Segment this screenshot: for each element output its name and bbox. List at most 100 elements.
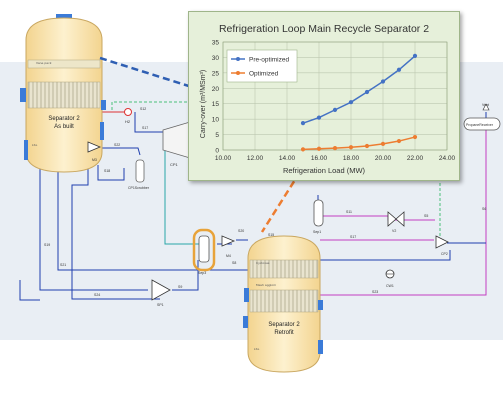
- separator-sep3[interactable]: Sep3: [192, 228, 216, 275]
- chart-x-tick-label: 10.00: [215, 155, 232, 162]
- propane-receiver[interactable]: PropaneReceiver: [463, 117, 501, 131]
- chart-y-tick-label: 15: [212, 101, 220, 108]
- chart-x-tick-label: 22.00: [407, 155, 424, 162]
- heater-h2[interactable]: H2: [124, 108, 132, 125]
- chart-y-tick-label: 0: [215, 148, 219, 155]
- pump-cp2[interactable]: CP2: [435, 235, 449, 256]
- pump-sp1[interactable]: SP1: [151, 279, 171, 307]
- mesh-agglom-label: Mesh agglom: [256, 283, 276, 287]
- stream-s12: S12: [140, 107, 146, 111]
- series-line-optimized: [302, 136, 416, 151]
- chart-y-tick-label: 20: [212, 86, 220, 93]
- valve-v2[interactable]: V2: [387, 211, 405, 233]
- legend-label-pre-optimized: Pre-optimized: [249, 57, 289, 64]
- chart-x-tick-label: 24.00: [439, 155, 456, 162]
- data-point-pre-optimized: [300, 121, 306, 126]
- data-point-optimized: [380, 141, 386, 146]
- stream-s17-lower: S17: [350, 235, 356, 239]
- chart-y-ticks: 0 5 10 15 20 25 30 35: [212, 40, 220, 155]
- chart-x-tick-label: 18.00: [343, 155, 360, 162]
- left-vessel-title-1: Separator 2: [48, 116, 80, 122]
- legend-label-optimized: Optimized: [249, 71, 279, 78]
- data-point-optimized: [332, 146, 338, 151]
- vent[interactable]: Vent: [482, 103, 490, 111]
- sep3-label: Sep3: [198, 271, 206, 275]
- data-point-optimized: [316, 146, 322, 151]
- stream-s21: S21: [60, 263, 66, 267]
- separator-2-as-built[interactable]: Vane pack Separator 2 As built LSL: [20, 14, 106, 173]
- separator-2-retrofit[interactable]: Cyclones Mesh agglom Separator 2 Retrofi…: [243, 235, 323, 373]
- data-point-optimized: [348, 145, 354, 150]
- chart-y-tick-label: 30: [212, 55, 220, 62]
- data-point-pre-optimized: [364, 89, 370, 95]
- chart-y-tick-label: 25: [212, 70, 220, 77]
- stream-s15: S15: [268, 233, 274, 237]
- stream-s17-upper: S17: [142, 126, 148, 130]
- chart-title: Refrigeration Loop Main Recycle Separato…: [219, 23, 429, 35]
- propane-receiver-label: PropaneReceiver: [466, 123, 494, 127]
- v2-label: V2: [392, 229, 396, 233]
- data-point-optimized: [364, 143, 370, 149]
- stream-s5: S5: [424, 214, 428, 218]
- chart-x-tick-label: 14.00: [279, 155, 296, 162]
- separator-sep1[interactable]: Sep1: [313, 199, 324, 234]
- cp2-label: CP2: [441, 252, 448, 256]
- data-point-pre-optimized: [348, 100, 354, 105]
- chart-x-tick-label: 20.00: [375, 155, 392, 162]
- right-lsl-label: LSL: [254, 347, 260, 351]
- chart-y-tick-label: 5: [215, 132, 219, 139]
- right-vessel-title-2: Retrofit: [274, 330, 294, 336]
- stream-s18: S18: [104, 169, 110, 173]
- cw-label: CW1: [386, 284, 394, 288]
- data-point-pre-optimized: [380, 79, 386, 84]
- m4-label: M4: [226, 254, 231, 258]
- stream-s9: S9: [178, 285, 182, 289]
- carry-over-chart: Refrigeration Loop Main Recycle Separato…: [188, 11, 460, 181]
- chart-series: [300, 53, 418, 152]
- data-point-optimized: [412, 134, 418, 140]
- left-vessel-title-2: As built: [54, 124, 74, 130]
- stream-s6: S6: [482, 207, 486, 211]
- right-vessel-title-1: Separator 2: [268, 322, 300, 328]
- chart-y-tick-label: 35: [212, 40, 220, 47]
- h2-label: H2: [125, 119, 131, 124]
- stream-s19: S19: [44, 243, 50, 247]
- chart-y-axis-label: Carry-over (m³/MSm³): [200, 70, 207, 138]
- stream-s24: S24: [94, 293, 100, 297]
- chart-x-tick-label: 16.00: [311, 155, 328, 162]
- stream-s8: S8: [232, 261, 236, 265]
- stream-s11: S11: [346, 210, 352, 214]
- chart-x-ticks: 10.00 12.00 14.00 16.00 18.00 20.00 22.00 24.00: [215, 155, 456, 162]
- data-point-optimized: [300, 147, 306, 152]
- chart-x-tick-label: 12.00: [247, 155, 264, 162]
- data-point-pre-optimized: [396, 67, 402, 72]
- chart-svg: Refrigeration Loop Main Recycle Separato…: [200, 23, 456, 175]
- cp1-label: CP1: [170, 162, 179, 167]
- legend-marker-optimized: [236, 71, 240, 75]
- callout-arrow-retrofit: [260, 171, 302, 233]
- data-point-optimized: [396, 138, 402, 144]
- mixer-m4[interactable]: M4: [221, 235, 236, 258]
- chart-legend: Pre-optimized Optimized: [226, 49, 298, 83]
- legend-marker-pre-optimized: [236, 57, 240, 61]
- vent-label: Vent: [482, 103, 489, 107]
- stream-s22: S22: [114, 143, 120, 147]
- cp1-scrubber-label: CP1Scrubber: [128, 186, 150, 190]
- sp1-label: SP1: [157, 303, 164, 307]
- cp1-scrubber[interactable]: CP1Scrubber: [128, 159, 150, 190]
- cooler-cw[interactable]: CW1: [385, 269, 395, 288]
- m3-label: M3: [92, 158, 97, 162]
- stream-s20: S20: [238, 229, 244, 233]
- data-point-pre-optimized: [332, 107, 338, 112]
- series-line-pre-optimized: [302, 55, 416, 124]
- stream-s23: S23: [372, 290, 378, 294]
- data-point-pre-optimized: [412, 53, 418, 58]
- cyclones-label: Cyclones: [256, 261, 270, 265]
- left-lsl-label: LSL: [32, 143, 38, 147]
- data-point-pre-optimized: [316, 115, 322, 120]
- mixer-m3[interactable]: M3: [87, 141, 102, 162]
- chart-y-tick-label: 10: [212, 117, 220, 124]
- stream-labels: S12 S17 S22 S18 S19 S20 S21 S24 S9 S8 S1…: [44, 107, 486, 297]
- sep1-label: Sep1: [313, 230, 321, 234]
- chart-x-axis-label: Refrigeration Load (MW): [283, 166, 366, 175]
